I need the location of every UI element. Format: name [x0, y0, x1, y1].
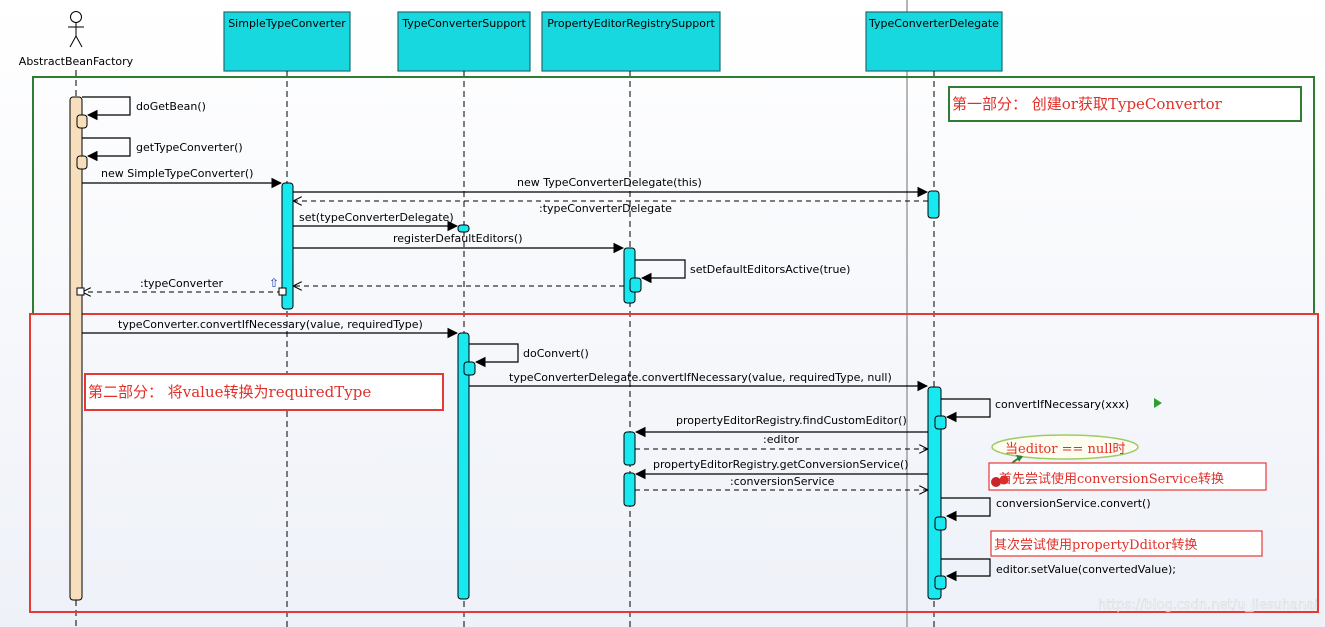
actor-icon — [68, 11, 84, 48]
note-pointer-head — [1016, 455, 1023, 462]
activation-tcd-self2 — [934, 516, 947, 531]
fragment-part2-label: 第二部分： 将value转换为requiredType — [88, 383, 371, 401]
activation-factory — [69, 96, 83, 601]
msg-getTypeConverter-arrow — [82, 137, 131, 162]
watermark: https://blog.csdn.net/u_jiesuhanai — [1098, 598, 1318, 613]
participant-tcs: TypeConverterSupport — [401, 17, 526, 30]
msg-csConvert-arrow — [941, 497, 991, 522]
msg-setDelegate: set(typeConverterDelegate) — [299, 211, 454, 224]
msg-retEditor: :editor — [763, 433, 800, 446]
activation-pers-conversion — [623, 472, 636, 507]
return-port-left — [76, 287, 85, 296]
msg-newTCD: new TypeConverterDelegate(this) — [517, 176, 702, 189]
participant-tcd: TypeConverterDelegate — [868, 17, 999, 30]
activation-pers-self — [629, 277, 642, 293]
activation-tcs-convert — [457, 332, 470, 600]
msg-findEditor: propertyEditorRegistry.findCustomEditor(… — [676, 414, 907, 427]
activation-tcd-self1 — [934, 415, 947, 430]
note-first-try: 首先尝试使用conversionService转换 — [999, 471, 1224, 487]
note-editor-null: 当editor == null时 — [1005, 442, 1126, 457]
msg-convertXxx: convertIfNecessary(xxx) — [995, 398, 1129, 411]
activation-pers-register — [623, 247, 636, 304]
note-second-try-box — [990, 530, 1263, 557]
return-port-right — [278, 287, 287, 296]
msg-setValue: editor.setValue(convertedValue); — [996, 563, 1176, 576]
activation-pers-find — [623, 431, 636, 466]
participant-factory: AbstractBeanFactory — [19, 55, 134, 68]
msg-retTypeConverter: :typeConverter — [140, 277, 224, 290]
fragment-part2-frame — [29, 313, 1319, 613]
activation-stc — [281, 182, 294, 310]
note-editor-null-ellipse — [991, 434, 1139, 460]
activation-tcs-set — [457, 224, 470, 233]
activation-tcd-self3 — [934, 575, 947, 590]
up-arrow-icon: ⇧ — [269, 276, 279, 290]
activation-factory-self2 — [76, 155, 88, 170]
msg-doConvert: doConvert() — [523, 347, 589, 360]
msg-setValue-arrow — [941, 558, 991, 582]
berry-icon — [991, 477, 1001, 487]
activation-tcd-convert — [927, 386, 942, 600]
note-first-try-box — [988, 462, 1267, 491]
msg-delegateConvert: typeConverterDelegate.convertIfNecessary… — [509, 371, 892, 384]
fragment-part1-label: 第一部分： 创建or获取TypeConvertor — [952, 95, 1223, 113]
msg-convert: typeConverter.convertIfNecessary(value, … — [118, 318, 423, 331]
fragment-part2-label-box — [84, 373, 444, 411]
msg-setActive: setDefaultEditorsActive(true) — [690, 263, 850, 276]
msg-getCS: propertyEditorRegistry.getConversionServ… — [653, 458, 909, 471]
participant-head-stc: SimpleTypeConverter — [223, 11, 351, 72]
fragment-part1-label-box — [948, 86, 1302, 122]
note-second-try: 其次尝试使用propertyDditor转换 — [994, 537, 1197, 553]
msg-register: registerDefaultEditors() — [393, 232, 522, 245]
msg-setActive-arrow — [635, 259, 686, 284]
participant-pers: PropertyEditorRegistrySupport — [547, 17, 715, 30]
msg-csConvert: conversionService.convert() — [996, 497, 1151, 510]
msg-doGetBean-arrow — [82, 96, 131, 121]
participant-head-tcd: TypeConverterDelegate — [865, 11, 1003, 72]
activation-factory-self1 — [76, 114, 88, 129]
play-icon — [1154, 398, 1162, 408]
activation-tcs-self — [463, 361, 476, 376]
msg-convertXxx-arrow — [941, 398, 991, 423]
participant-stc: SimpleTypeConverter — [228, 17, 346, 30]
msg-retTCD: :typeConverterDelegate — [539, 202, 672, 215]
msg-retCS: :conversionService — [730, 475, 835, 488]
msg-getTypeConverter: getTypeConverter() — [136, 141, 243, 154]
activation-tcd-new — [927, 190, 940, 219]
msg-newSTC: new SimpleTypeConverter() — [101, 167, 253, 180]
berry-icon-2 — [999, 475, 1009, 485]
msg-doConvert-arrow — [469, 343, 519, 368]
participant-head-pers: PropertyEditorRegistrySupport — [541, 11, 721, 72]
msg-doGetBean: doGetBean() — [136, 100, 206, 113]
participant-head-tcs: TypeConverterSupport — [397, 11, 531, 72]
